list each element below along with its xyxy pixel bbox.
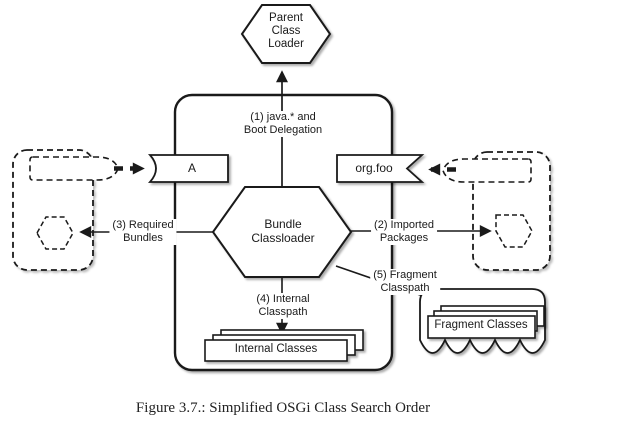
boot-delegation-line1: (1) java.* and: [250, 111, 316, 123]
fragment-classpath-label: (5) Fragment Classpath: [370, 269, 440, 295]
fragment-classpath-line1: (5) Fragment: [373, 269, 437, 281]
internal-classpath-line1: (4) Internal: [256, 293, 310, 305]
parent-classloader-label: Parent Class Loader: [268, 12, 304, 51]
parent-label-line2: Class: [271, 25, 301, 37]
bundle-classloader-line2: Classloader: [251, 231, 315, 245]
import-package-label: org.foo: [355, 161, 393, 175]
left-bundle-export-tab: [29, 156, 119, 181]
fragment-classpath-line2: Classpath: [380, 282, 430, 294]
parent-label-line1: Parent: [269, 12, 303, 24]
internal-classes-stack: [204, 329, 364, 362]
imported-packages-line1: (2) Imported: [374, 219, 434, 231]
figure-caption: Figure 3.7.: Simplified OSGi Class Searc…: [135, 400, 431, 416]
import-package-plug: [336, 154, 425, 183]
export-package-plug: [147, 154, 229, 183]
required-bundles-label: (3) Required Bundles: [109, 219, 177, 245]
bundle-classloader-hexagon: [211, 186, 353, 278]
imported-packages-line2: Packages: [379, 232, 429, 244]
internal-classes-label: Internal Classes: [234, 343, 318, 355]
left-bundle-hexagon: [36, 216, 74, 250]
fragment-classes-stack: [427, 305, 545, 339]
bundle-classloader-line1: Bundle: [264, 217, 302, 231]
boot-delegation-label: (1) java.* and Boot Delegation: [240, 111, 326, 137]
export-package-label: A: [187, 161, 197, 175]
right-bundle-hexagon: [495, 214, 533, 248]
fragment-classes-label: Fragment Classes: [434, 319, 528, 331]
required-bundles-line1: (3) Required: [112, 219, 174, 231]
parent-classloader-hexagon: [240, 4, 332, 64]
boot-delegation-line2: Boot Delegation: [243, 124, 323, 136]
internal-classpath-line2: Classpath: [258, 306, 308, 318]
right-bundle-import-tab: [442, 158, 532, 183]
parent-label-line3: Loader: [268, 38, 304, 50]
required-bundles-line2: Bundles: [123, 232, 163, 244]
imported-packages-label: (2) Imported Packages: [371, 219, 437, 245]
internal-classpath-label: (4) Internal Classpath: [253, 293, 313, 319]
bundle-classloader-label: Bundle Classloader: [251, 217, 314, 245]
